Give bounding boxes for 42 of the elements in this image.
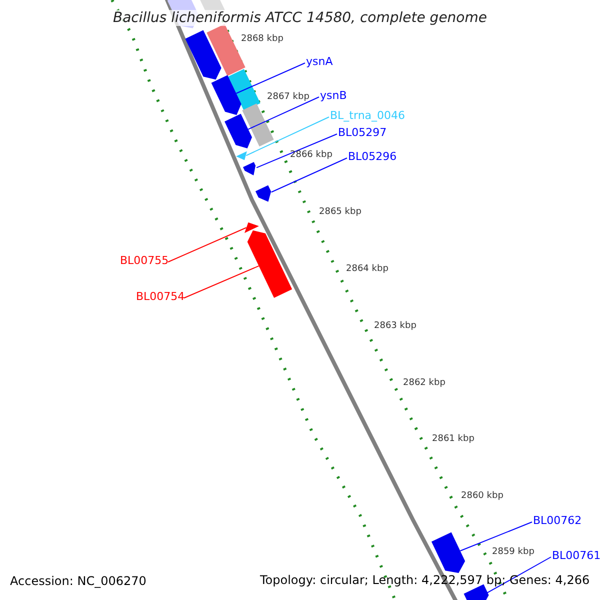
gene-feature: [247, 230, 292, 298]
leader-line: [256, 134, 338, 168]
tick-label: 2860 kbp: [461, 492, 504, 501]
accession-text: Accession: NC_006270: [10, 575, 146, 587]
gene-label: BL_trna_0046: [330, 110, 406, 121]
gene-label: BL05297: [338, 127, 387, 138]
gene-label: BL00754: [136, 291, 185, 302]
gene-label: ysnA: [306, 56, 333, 67]
gene-feature: [185, 30, 222, 80]
gene-feature: [211, 75, 242, 116]
gene-feature: [255, 185, 272, 202]
leader-line: [168, 227, 247, 262]
gene-feature: [242, 104, 274, 146]
gene-feature: [228, 68, 260, 112]
tick-label: 2864 kbp: [346, 265, 388, 274]
gene-label: BL00762: [533, 515, 582, 526]
leader-line: [248, 96, 320, 130]
leader-line: [236, 62, 306, 94]
gene-label: BL00755: [120, 255, 169, 266]
tick-label: 2863 kbp: [374, 322, 416, 331]
gene-label: BL05296: [348, 151, 397, 162]
gene-feature: [243, 162, 256, 176]
leader-line: [184, 265, 260, 298]
leader-line: [246, 116, 330, 156]
tick-label: 2861 kbp: [432, 435, 474, 444]
tick-label: 2866 kbp: [290, 151, 332, 160]
gene-feature: [236, 151, 247, 160]
leader-line: [270, 158, 348, 193]
leader-line: [460, 522, 532, 552]
tick-label: 2868 kbp: [241, 35, 284, 44]
tick-label: 2865 kbp: [319, 208, 362, 217]
tick-label: 2867 kbp: [267, 93, 310, 102]
tick-label: 2862 kbp: [403, 379, 446, 388]
tick-label: 2859 kbp: [492, 548, 534, 557]
gene-feature: [431, 532, 466, 574]
leader-line: [486, 556, 552, 594]
genome-summary: Topology: circular; Length: 4,222,597 bp; Genes: 4,266: [260, 574, 590, 586]
gene-feature: [224, 114, 252, 148]
gene-feature: [464, 584, 489, 600]
gene-feature: [244, 222, 259, 234]
gene-label: BL00761: [552, 550, 600, 561]
gene-label: ysnB: [320, 90, 347, 101]
